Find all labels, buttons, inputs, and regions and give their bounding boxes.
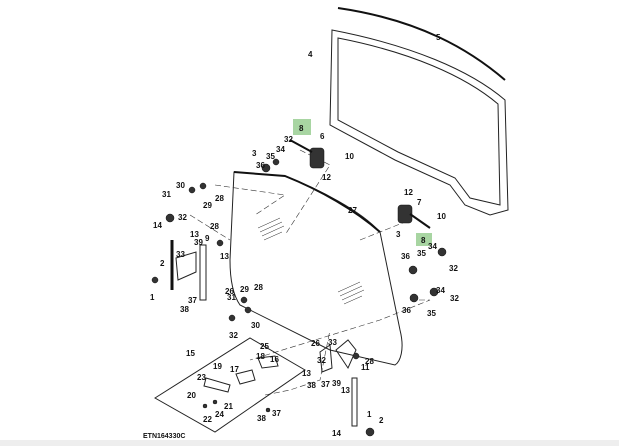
callout-8: 8 <box>299 124 304 133</box>
callout-13: 13 <box>220 252 229 261</box>
callout-36: 36 <box>401 252 410 261</box>
callout-37: 37 <box>321 380 330 389</box>
callout-34: 34 <box>428 242 437 251</box>
callout-14: 14 <box>332 429 341 438</box>
callout-1: 1 <box>150 293 155 302</box>
callout-38: 38 <box>180 305 189 314</box>
callout-3: 3 <box>252 149 257 158</box>
callout-30: 30 <box>251 321 260 330</box>
callout-32: 32 <box>450 294 459 303</box>
callout-26: 26 <box>311 339 320 348</box>
callout-22: 22 <box>203 415 212 424</box>
callout-21: 21 <box>224 402 233 411</box>
callout-36: 36 <box>256 161 265 170</box>
highlight-part-8-right <box>416 233 432 246</box>
subassembly-parts <box>202 355 279 413</box>
callout-28: 28 <box>365 357 374 366</box>
callout-32: 32 <box>178 213 187 222</box>
callout-27: 27 <box>348 206 357 215</box>
highlight-part-8-top <box>293 119 311 135</box>
callout-15: 15 <box>186 349 195 358</box>
callout-10: 10 <box>345 152 354 161</box>
callout-32: 32 <box>229 331 238 340</box>
latch-right <box>397 204 447 303</box>
callout-33: 33 <box>328 338 337 347</box>
glass-hatching <box>257 217 365 305</box>
callout-37: 37 <box>188 296 197 305</box>
callout-32: 32 <box>317 356 326 365</box>
callout-14: 14 <box>153 221 162 230</box>
callout-28: 28 <box>210 222 219 231</box>
callout-4: 4 <box>308 50 313 59</box>
callout-2: 2 <box>379 416 384 425</box>
windshield-frame <box>329 29 509 216</box>
callout-39: 39 <box>332 379 341 388</box>
callout-11: 11 <box>361 363 370 372</box>
callout-35: 35 <box>266 152 275 161</box>
callout-35: 35 <box>427 309 436 318</box>
assembly-lines <box>189 149 431 396</box>
callout-7: 7 <box>417 198 422 207</box>
callout-5: 5 <box>436 33 441 42</box>
drawing-reference-code: ETN164330C <box>143 433 185 440</box>
callout-3: 3 <box>396 230 401 239</box>
callout-17: 17 <box>230 365 239 374</box>
callout-13: 13 <box>190 230 199 239</box>
callout-12: 12 <box>404 188 413 197</box>
callout-34: 34 <box>276 145 285 154</box>
seal-strip <box>337 7 506 81</box>
callout-2: 2 <box>160 259 165 268</box>
latch-upper <box>261 139 325 173</box>
callout-20: 20 <box>187 391 196 400</box>
callout-9: 9 <box>205 234 210 243</box>
callout-19: 19 <box>213 362 222 371</box>
callout-39: 39 <box>194 238 203 247</box>
callout-26: 26 <box>225 287 234 296</box>
callout-18: 18 <box>256 352 265 361</box>
callout-28: 28 <box>215 194 224 203</box>
callout-10: 10 <box>437 212 446 221</box>
callout-36: 36 <box>402 306 411 315</box>
callout-13: 13 <box>302 369 311 378</box>
callout-35: 35 <box>417 249 426 258</box>
subassembly-box-15 <box>154 337 306 433</box>
callout-31: 31 <box>162 190 171 199</box>
glass-panel <box>229 171 403 366</box>
callout-1: 1 <box>367 410 372 419</box>
callout-13: 13 <box>341 386 350 395</box>
right-hinge-assembly <box>228 296 375 437</box>
callout-23: 23 <box>197 373 206 382</box>
callout-8: 8 <box>421 236 426 245</box>
callout-24: 24 <box>215 410 224 419</box>
callout-33: 33 <box>176 250 185 259</box>
callout-34: 34 <box>436 286 445 295</box>
callout-16: 16 <box>270 355 279 364</box>
callout-25: 25 <box>260 342 269 351</box>
callout-37: 37 <box>272 409 281 418</box>
callout-28: 28 <box>254 283 263 292</box>
glass-edge-trim <box>233 171 381 233</box>
callout-38: 38 <box>307 381 316 390</box>
callout-32: 32 <box>449 264 458 273</box>
left-hinge-assembly <box>151 182 224 301</box>
callout-29: 29 <box>240 285 249 294</box>
callout-31: 31 <box>227 293 236 302</box>
callout-32: 32 <box>284 135 293 144</box>
callout-12: 12 <box>322 173 331 182</box>
callout-6: 6 <box>320 132 325 141</box>
callout-29: 29 <box>203 201 212 210</box>
callout-38: 38 <box>257 414 266 423</box>
windshield-inner <box>337 37 501 206</box>
callout-30: 30 <box>176 181 185 190</box>
bottom-border <box>0 440 619 446</box>
